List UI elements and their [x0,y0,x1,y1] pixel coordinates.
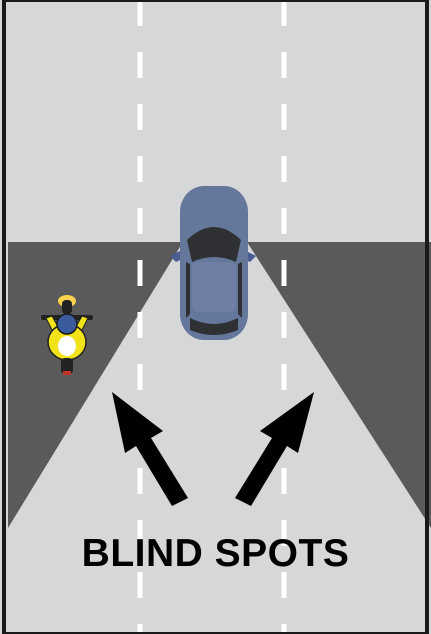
car-right-window [238,262,242,318]
rider-back [58,336,76,356]
car-top-view-icon [170,186,256,340]
car-roof [192,262,236,312]
tail-light [63,371,71,375]
car-left-window [186,262,190,318]
front-wheel [62,300,72,314]
rider-helmet [57,314,77,334]
blind-spots-caption: BLIND SPOTS [0,531,431,577]
